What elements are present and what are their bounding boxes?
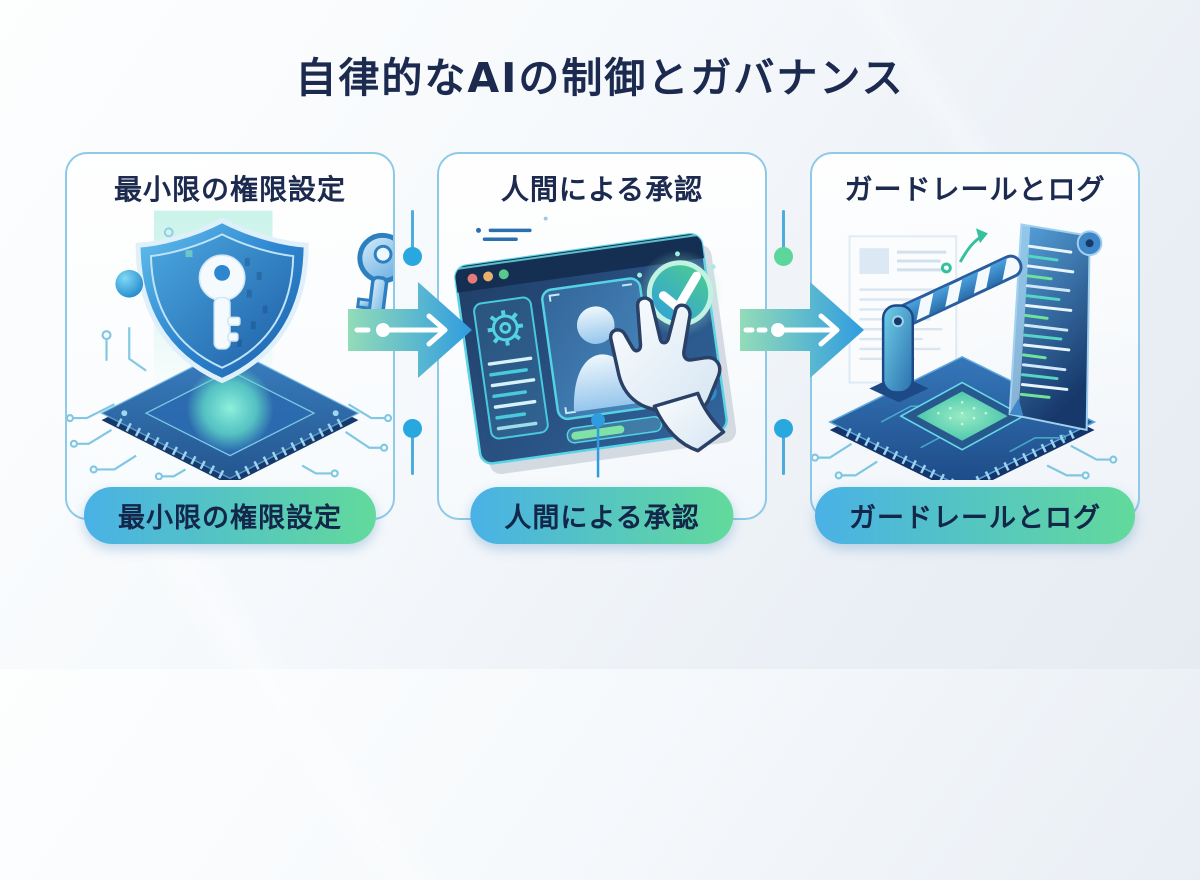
shield-key-chip-illustration [67, 210, 393, 480]
badge-human-approval: 人間による承認 [470, 487, 734, 544]
panel-least-privilege: 最小限の権限設定 [65, 152, 395, 544]
flow-arrow-right-icon [740, 282, 864, 378]
chip-icon [99, 347, 361, 480]
circuit-node-icon [115, 227, 193, 298]
panel-heading: 人間による承認 [500, 173, 704, 206]
connector-dot-blue [774, 419, 793, 438]
panel-human-approval: 人間による承認 [437, 152, 767, 544]
page-title: 自律的なAIの制御とガバナンス [295, 54, 905, 102]
panel-heading: ガードレールとログ [844, 173, 1106, 206]
key-icon [198, 254, 246, 350]
connector-dot-blue [403, 247, 422, 266]
gear-icon [487, 310, 524, 346]
barrier-gate-icon [869, 254, 1023, 403]
panel-heading: 最小限の権限設定 [113, 173, 346, 206]
panel-guardrails-logs: ガードレールとログ [810, 152, 1140, 544]
circuit-traces [67, 327, 393, 480]
badge-guardrails-logs: ガードレールとログ [815, 487, 1135, 544]
connector-line [782, 210, 785, 248]
decor-lines [476, 216, 548, 242]
connector-dot-green [774, 247, 793, 266]
connector-line [782, 437, 785, 475]
badge-least-privilege: 最小限の権限設定 [84, 487, 376, 544]
log-scroll-icon [1008, 223, 1103, 432]
hand-cursor-icon [608, 296, 726, 453]
approval-window-illustration [454, 216, 737, 478]
connector-line [411, 210, 414, 248]
curved-arrow-icon [940, 228, 988, 274]
connector-to-badge [591, 413, 605, 478]
connector-line [411, 437, 414, 475]
flow-arrow-right-icon [348, 282, 472, 378]
browser-window-icon [454, 232, 737, 475]
sidebar-list-lines [487, 356, 538, 431]
traffic-light-dots [467, 269, 509, 284]
connector-dot-blue [403, 419, 422, 438]
shield-icon [135, 217, 309, 384]
guardrail-log-illustration [812, 223, 1118, 480]
